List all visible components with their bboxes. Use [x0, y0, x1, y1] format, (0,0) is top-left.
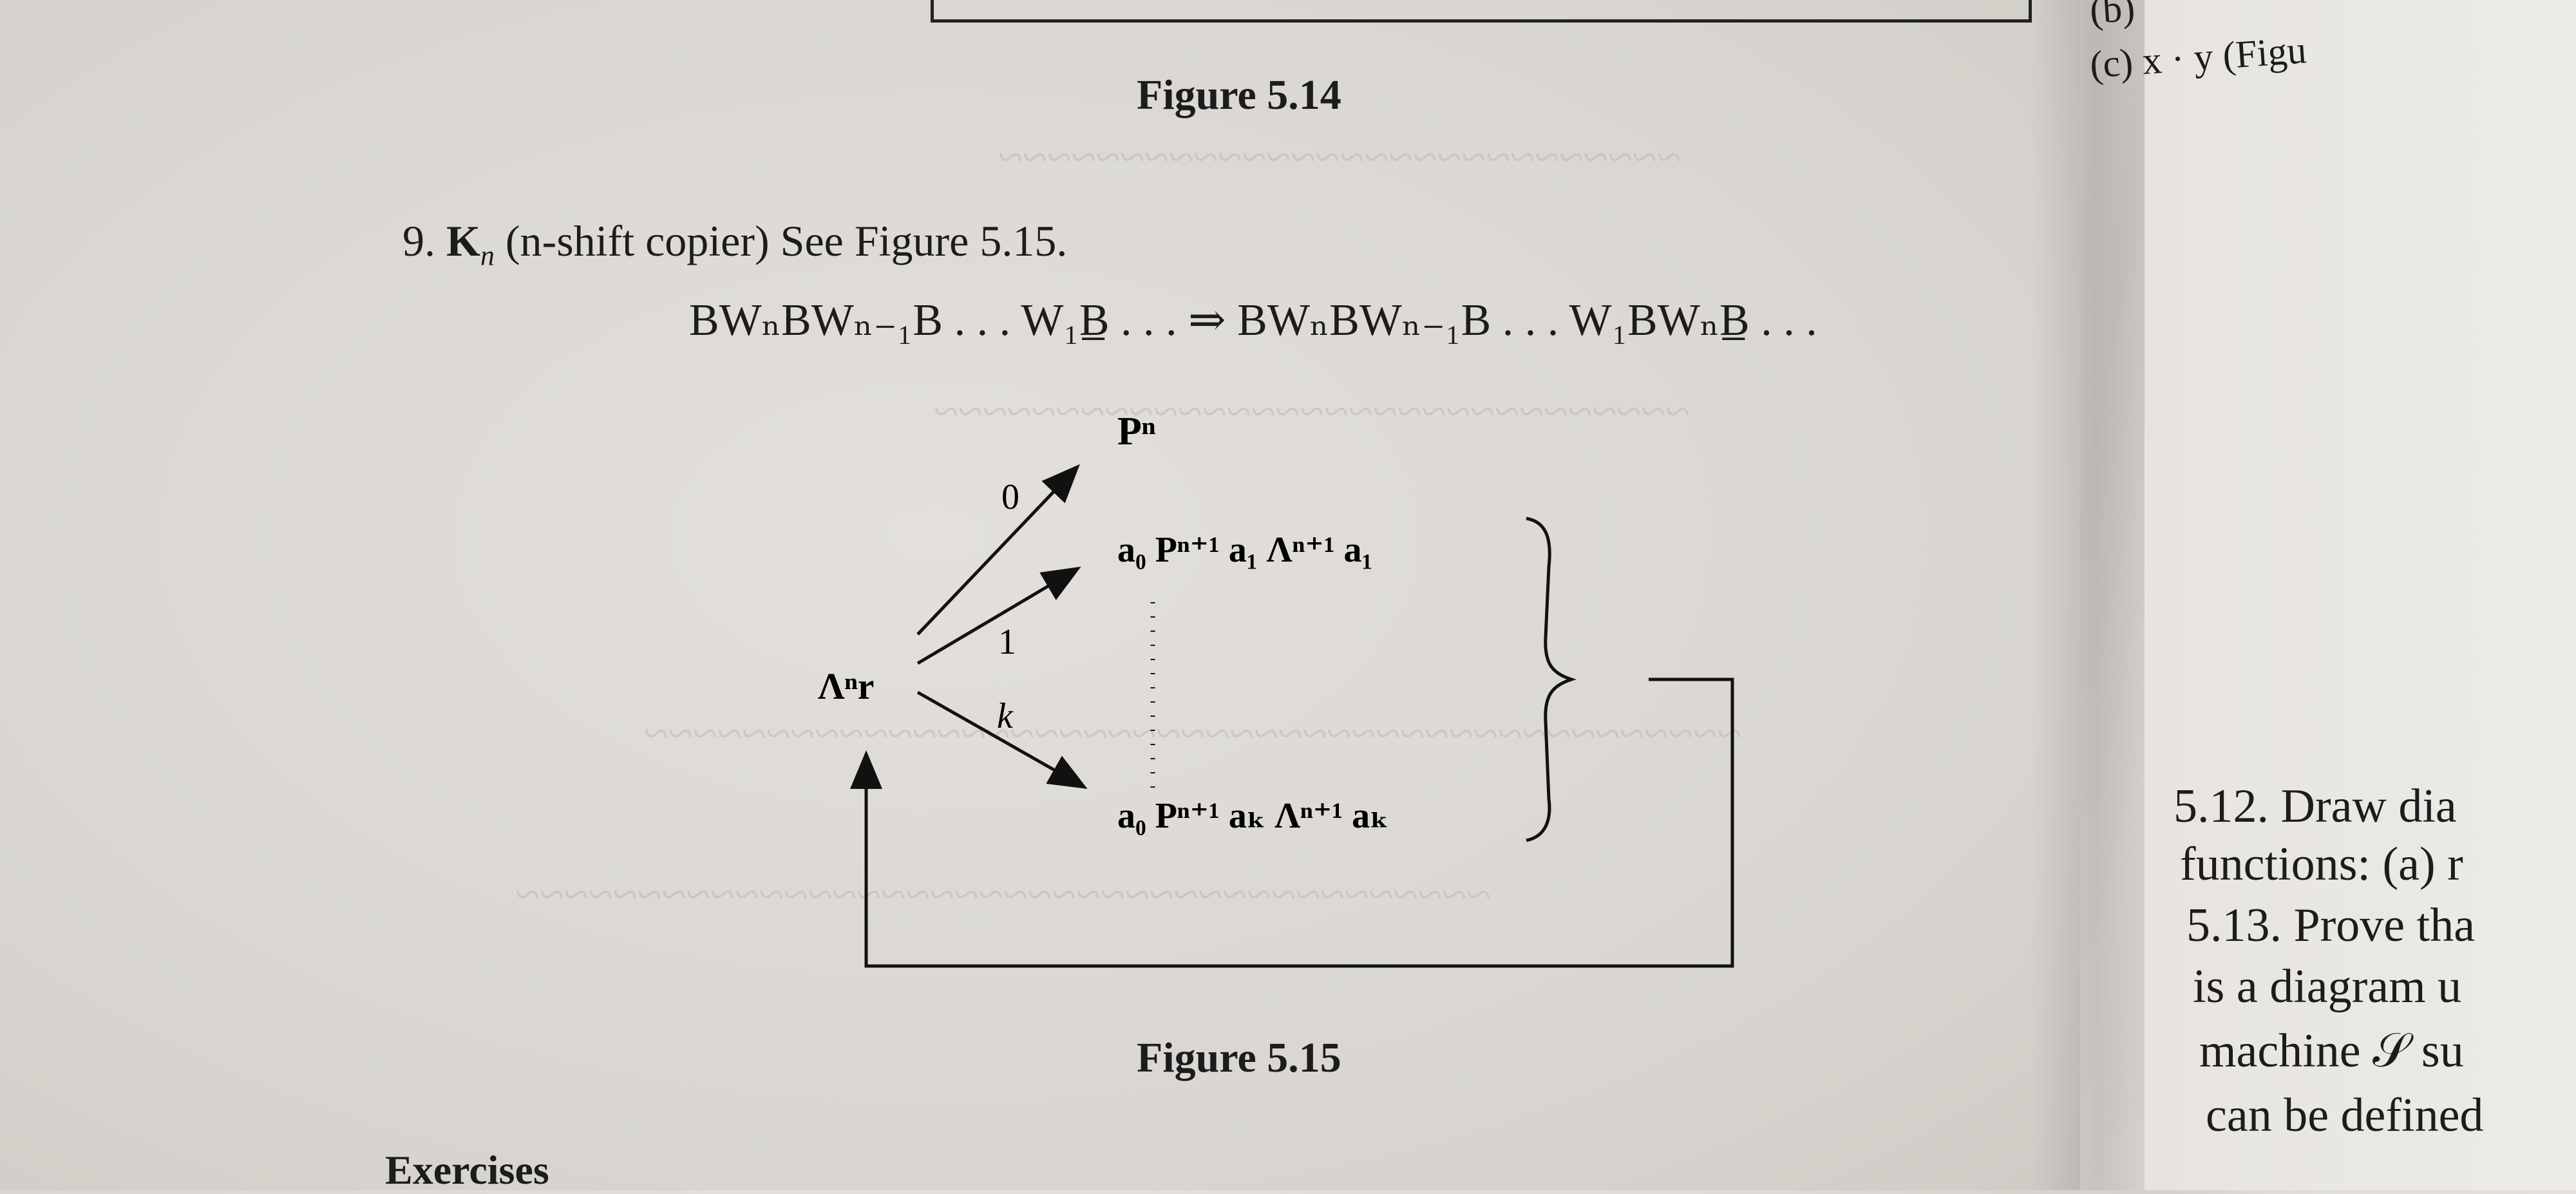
item-heading: 9. Kn (n-shift copier) See Figure 5.15. [402, 216, 1067, 272]
exercise-5-13: 5.13. Prove tha [2186, 899, 2476, 952]
node-left: Λⁿr [818, 665, 874, 707]
item-number: 9. [402, 216, 435, 265]
label-k: k [997, 696, 1014, 736]
arrow-1 [916, 566, 1081, 665]
feedback-loop-arrow [850, 678, 1734, 968]
label-0: 0 [1001, 477, 1019, 517]
figure-5-14-caption: Figure 5.14 [1137, 71, 1341, 118]
exercise-5-13-cont1: is a diagram u [2193, 960, 2462, 1013]
figure-5-14-frame [931, 0, 2032, 23]
exercise-5-12-text: 5.12. Draw dia [2174, 780, 2457, 833]
book-gutter [2029, 0, 2151, 1190]
figure-5-15-diagram: Pⁿ a₀ Pⁿ⁺¹ a₁ Λⁿ⁺¹ a₁ Λⁿr a₀ Pⁿ⁺¹ aₖ Λⁿ⁺… [818, 410, 1734, 968]
exercise-5-12: 5.12. Draw dia [2174, 779, 2457, 834]
label-1: 1 [998, 622, 1016, 662]
arrow-k [916, 690, 1088, 789]
shift-formula: BWₙBWₙ₋₁B . . . W₁B̲ . . . ⇒ BWₙBWₙ₋₁B .… [689, 296, 1817, 345]
exercises-heading: Exercises [385, 1147, 549, 1193]
right-page [2145, 0, 2576, 1190]
exercise-5-13-cont3: can be defined [2206, 1089, 2484, 1142]
item-description: (n-shift copier) See Figure 5.15. [505, 216, 1068, 265]
arrow-0 [916, 464, 1080, 636]
node-middle: a₀ Pⁿ⁺¹ a₁ Λⁿ⁺¹ a₁ [1117, 530, 1372, 570]
right-brace [1526, 516, 1577, 842]
node-bottom: a₀ Pⁿ⁺¹ aₖ Λⁿ⁺¹ aₖ [1117, 796, 1388, 836]
figure-5-15-caption: Figure 5.15 [1137, 1034, 1341, 1081]
node-top: Pⁿ [1117, 410, 1156, 453]
item-symbol: K [446, 216, 480, 265]
exercise-5-13-cont2: machine 𝒮 su [2199, 1025, 2464, 1077]
item-subscript: n [480, 240, 495, 272]
exercise-5-12-cont: functions: (a) r [2180, 838, 2463, 891]
right-line-b: (b) [2088, 0, 2137, 32]
